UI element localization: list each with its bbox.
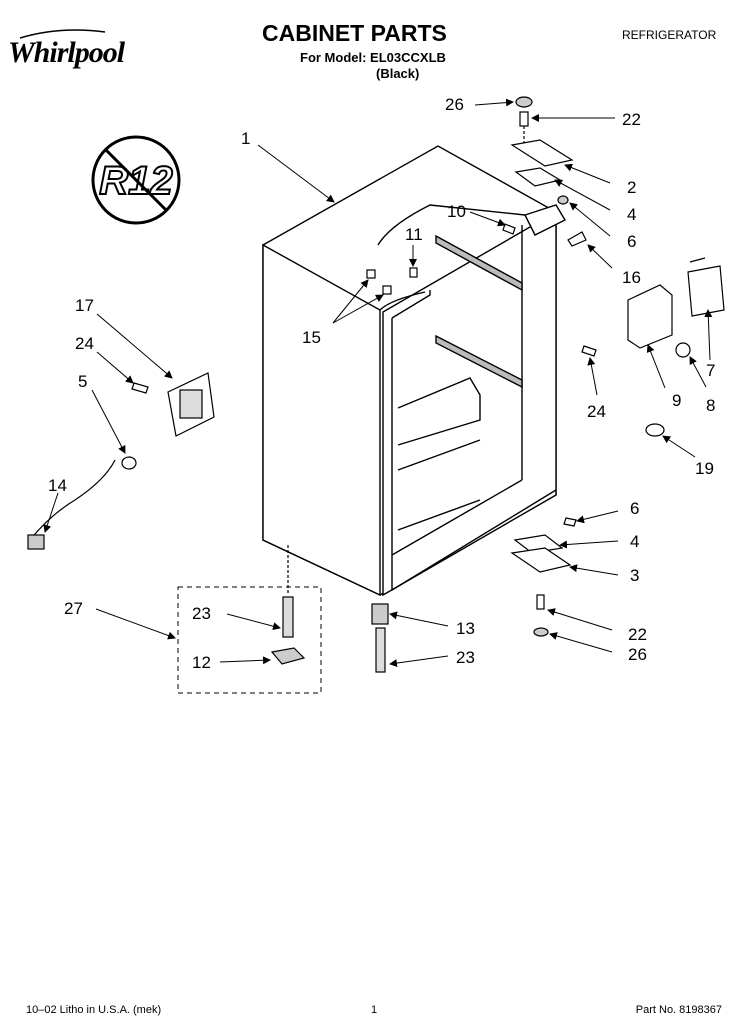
footer-litho: 10–02 Litho in U.S.A. (mek): [26, 1004, 162, 1016]
leveling-leg-icon: [375, 627, 386, 673]
callout-4: 4: [627, 205, 636, 224]
callout-22: 22: [622, 110, 641, 129]
callout-5: 5: [78, 372, 87, 391]
callout-23-center: 23: [456, 648, 475, 667]
top-hinge-icon: [510, 139, 574, 167]
power-cord-icon: [29, 459, 116, 541]
callout-4-bottom: 4: [630, 532, 639, 551]
model-number: For Model: EL03CCXLB: [300, 50, 446, 65]
callout-14: 12: [192, 653, 211, 672]
screw-icon: [581, 345, 597, 357]
cap-icon: [515, 96, 533, 108]
callout-26-bottom: 26: [628, 645, 647, 664]
callout-3: 3: [630, 566, 639, 585]
no-r12-badge: R12: [91, 135, 181, 225]
callout-9: 9: [672, 391, 681, 410]
plug-icon: [409, 267, 418, 278]
footer-page-number: 1: [371, 1004, 378, 1016]
callout-7: 7: [706, 361, 715, 380]
screw-icon: [502, 223, 516, 235]
clip-icon: [567, 231, 587, 247]
leader-lines: [43, 98, 713, 668]
grommet-icon: [121, 456, 137, 470]
callout-26: 26: [445, 95, 464, 114]
callout-12: 13: [456, 619, 475, 638]
nut-icon: [270, 647, 306, 665]
control-housing-icon: [627, 284, 673, 349]
callout-labels: 1 26 22 2 4 6 16 10 11 15 7 9 8 24 19 17…: [48, 95, 715, 672]
ring-icon: [645, 423, 665, 437]
callout-13: 14: [48, 476, 67, 495]
callout-11: 11: [405, 225, 423, 244]
whirlpool-logo: Whirlpool: [8, 36, 125, 69]
callout-19: 19: [695, 459, 714, 478]
shim-icon: [514, 167, 562, 187]
callout-24-right: 24: [587, 402, 606, 421]
callout-15: 15: [302, 328, 321, 347]
cabinet-body: [262, 145, 566, 597]
callout-23-box: 23: [192, 604, 211, 623]
thermostat-icon: [687, 265, 725, 317]
callout-27: 27: [64, 599, 83, 618]
callout-22-bottom: 22: [628, 625, 647, 644]
callout-16: 16: [622, 268, 641, 287]
callout-17: 17: [75, 296, 94, 315]
knob-icon: [675, 342, 691, 358]
leveling-kit-box: [177, 586, 322, 694]
callout-6-bottom: 6: [630, 499, 639, 518]
category-label: REFRIGERATOR: [622, 28, 717, 42]
callout-10: 10: [447, 202, 466, 221]
callout-8: 8: [706, 396, 715, 415]
callout-6: 6: [627, 232, 636, 251]
callout-1: 1: [241, 129, 250, 148]
callout-2: 2: [627, 178, 636, 197]
screw-icon: [131, 382, 149, 394]
callout-24-left: 24: [75, 334, 94, 353]
page-title: CABINET PARTS: [262, 20, 447, 46]
logo-swoosh-icon: [19, 29, 106, 39]
model-color: (Black): [376, 66, 420, 81]
footer-part-number: Part No. 8198367: [635, 1004, 722, 1016]
bottom-hinge-icon: [510, 547, 572, 573]
spacer-icon: [371, 603, 389, 625]
screw-icon: [519, 111, 529, 127]
hardware-parts: [27, 96, 725, 673]
